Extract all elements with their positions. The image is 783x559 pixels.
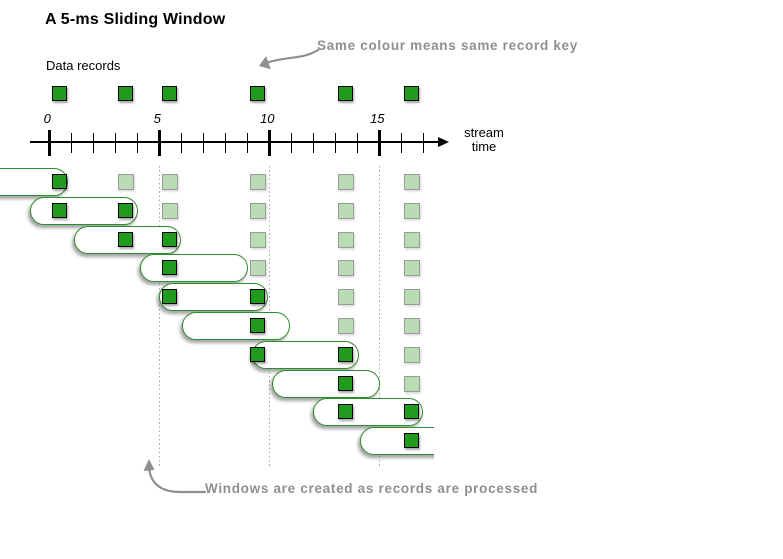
window-record-square (118, 202, 134, 218)
future-record-square (250, 231, 267, 248)
sliding-window (139, 254, 249, 283)
future-record-square (250, 174, 267, 190)
window-record-square (338, 375, 354, 391)
page-title: A 5-ms Sliding Window (45, 11, 226, 28)
data-records-label: Data records (46, 58, 121, 73)
window-record-square (52, 202, 68, 218)
window-record-square (162, 289, 178, 305)
sliding-window (271, 369, 381, 398)
sliding-window (313, 398, 424, 427)
window-record-square (404, 433, 420, 449)
stream-time-label-line1: stream (464, 125, 504, 140)
axis-tick-label: 15 (370, 111, 385, 126)
future-record-square (338, 231, 355, 248)
future-record-square (162, 202, 179, 219)
future-record-square (404, 231, 421, 248)
axis-tick (422, 133, 425, 153)
axis-tick (312, 133, 315, 153)
axis-tick-label: 0 (43, 111, 51, 126)
axis-tick (180, 133, 183, 153)
axis-tick (267, 130, 271, 156)
axis-tick (246, 133, 249, 153)
axis-tick-label: 10 (260, 111, 275, 126)
axis-arrowhead-icon (438, 136, 449, 147)
data-record-square (250, 86, 266, 101)
window-record-square (250, 289, 266, 305)
stream-time-axis (30, 141, 444, 143)
axis-tick (400, 133, 403, 153)
future-record-square (404, 346, 421, 363)
axis-tick (202, 133, 205, 153)
future-record-square (404, 289, 421, 306)
window-record-square (52, 174, 68, 189)
future-record-square (338, 260, 355, 277)
future-record-square (404, 260, 421, 277)
data-record-square (52, 86, 68, 101)
axis-tick (70, 133, 73, 153)
data-record-square (404, 86, 420, 101)
future-record-square (162, 174, 179, 190)
axis-tick (114, 133, 117, 153)
data-record-square (118, 86, 134, 101)
window-record-square (162, 260, 178, 276)
stream-time-label-line2: time (471, 139, 497, 154)
sliding-window (182, 312, 291, 340)
future-record-square (250, 260, 267, 277)
stream-time-label: stream time (457, 126, 511, 154)
window-record-square (162, 231, 178, 247)
window-record-square (404, 404, 420, 420)
annotation-same-colour: Same colour means same record key (317, 38, 578, 53)
sliding-window (159, 283, 269, 312)
annotation-windows-created: Windows are created as records are proce… (205, 481, 539, 496)
window-record-square (338, 404, 354, 420)
sliding-window-clip (356, 427, 435, 461)
window-record-square (250, 318, 266, 333)
axis-tick (47, 130, 51, 156)
future-record-square (404, 375, 421, 392)
window-record-square (250, 346, 266, 362)
future-record-square (250, 202, 267, 219)
axis-tick (157, 130, 161, 156)
axis-tick (377, 130, 381, 156)
future-record-square (404, 174, 421, 190)
time-guideline (158, 166, 161, 468)
future-record-square (338, 289, 355, 306)
axis-tick (136, 133, 139, 153)
data-record-square (162, 86, 178, 101)
window-record-square (338, 346, 354, 362)
future-record-square (338, 318, 355, 334)
axis-tick (290, 133, 293, 153)
data-record-square (338, 86, 354, 101)
future-record-square (404, 318, 421, 334)
axis-tick-label: 5 (153, 111, 161, 126)
future-record-square (338, 202, 355, 219)
future-record-square (338, 174, 355, 190)
window-record-square (118, 231, 134, 247)
curved-arrow-icon (143, 459, 207, 494)
axis-tick (224, 133, 227, 153)
curved-arrow-icon (259, 48, 320, 70)
future-record-square (118, 174, 135, 190)
axis-tick (92, 133, 95, 153)
axis-tick (356, 133, 359, 153)
future-record-square (404, 202, 421, 219)
sliding-window (359, 427, 435, 456)
time-guideline (378, 166, 381, 468)
axis-tick (334, 133, 337, 153)
